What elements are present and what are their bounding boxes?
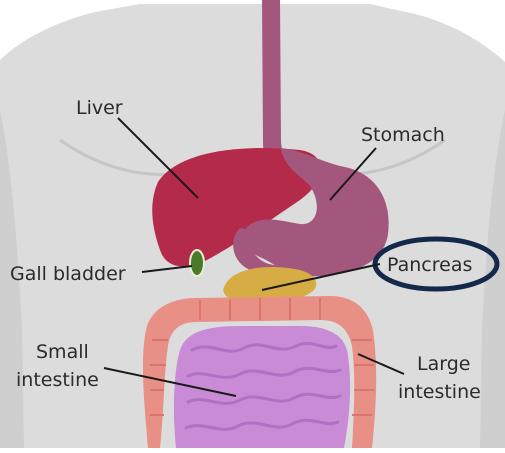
small-intestine-label-line1: Small — [36, 341, 89, 363]
large-intestine-label-line2: intestine — [398, 381, 481, 403]
stomach-label: Stomach — [361, 124, 445, 146]
pancreas-label: Pancreas — [387, 254, 472, 276]
gall-bladder-label: Gall bladder — [10, 263, 126, 285]
liver-label: Liver — [76, 97, 123, 119]
gall-bladder — [190, 250, 204, 276]
large-intestine-label-line1: Large — [417, 353, 470, 375]
small-intestine-label-line2: intestine — [16, 369, 99, 391]
